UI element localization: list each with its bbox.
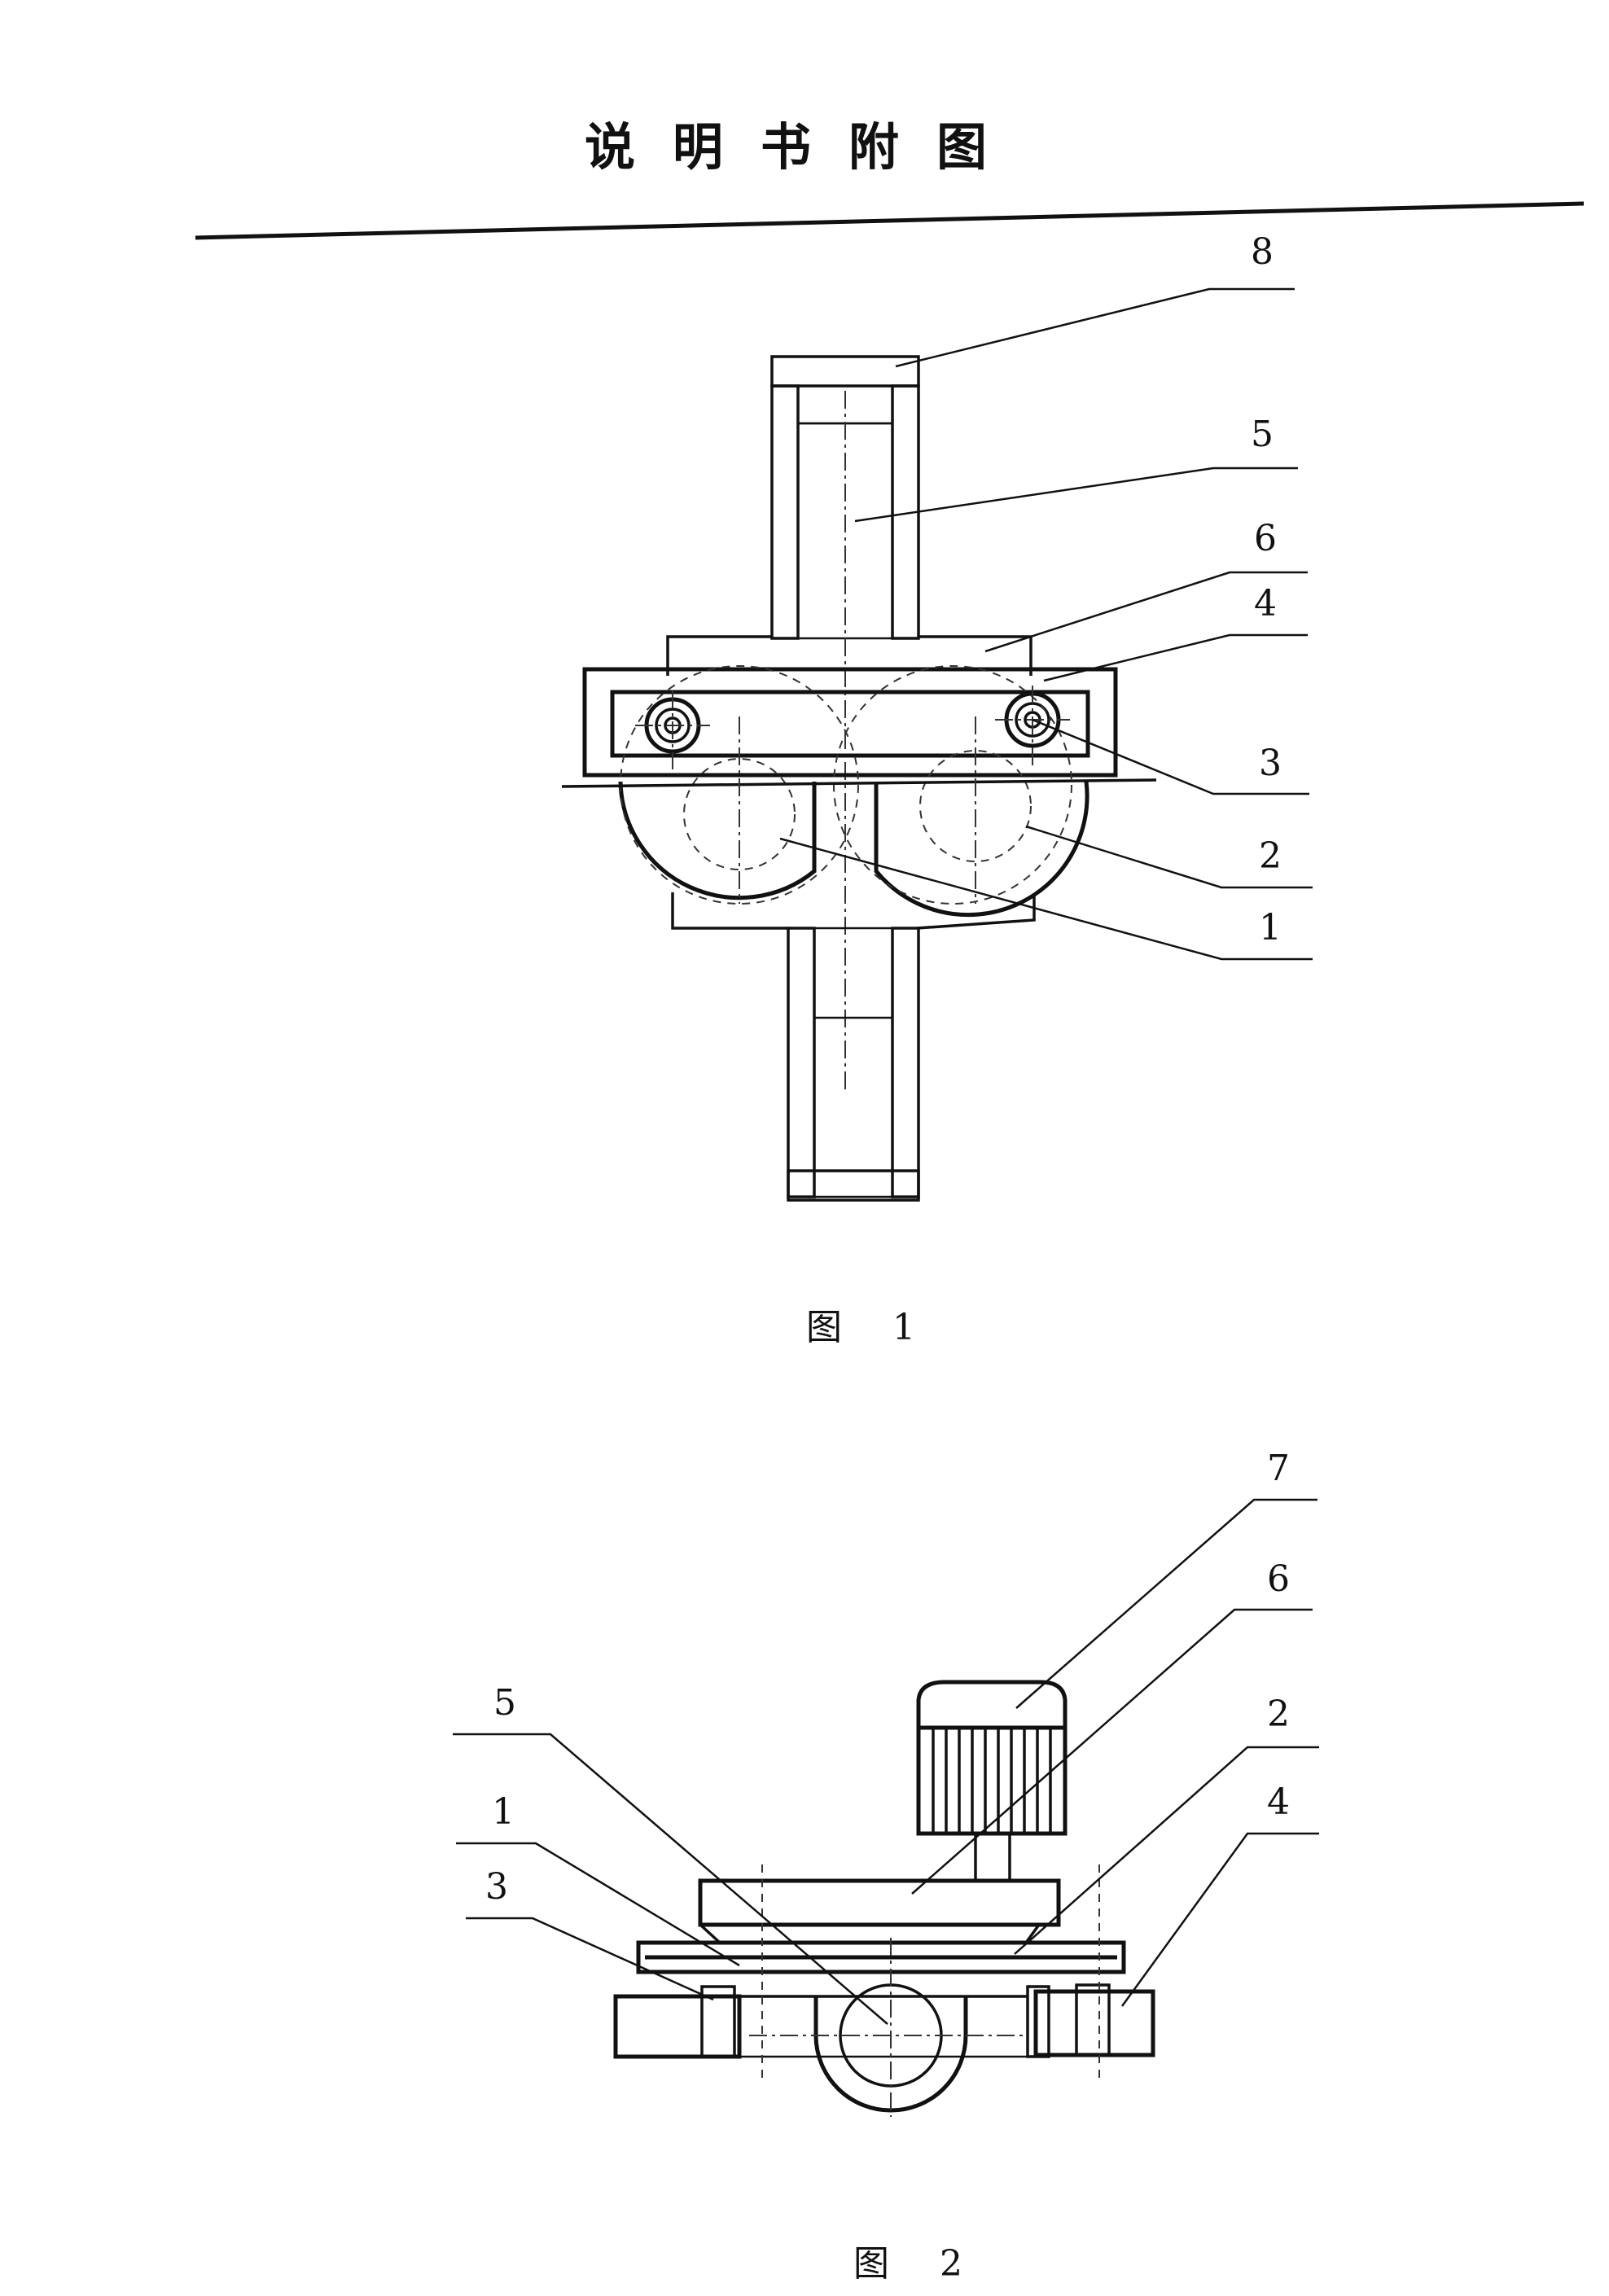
fig1-leader-8	[895, 287, 1295, 368]
fig2-leader-4	[1120, 1832, 1319, 2007]
fig1-leader-4	[1043, 633, 1308, 682]
figure-1-drawing	[561, 287, 1313, 1202]
fig1-clamp-frame	[582, 667, 1118, 778]
fig2-leader-5	[453, 1733, 888, 2025]
fig2-inner-spacer	[1026, 1985, 1050, 2058]
fig2-right-base	[1033, 1989, 1155, 2057]
fig1-label-4: 4	[1254, 583, 1277, 624]
fig2-leader-1	[456, 1842, 740, 1967]
fig1-leader-3	[1032, 718, 1309, 795]
fig2-label-7: 7	[1267, 1448, 1290, 1489]
fig1-label-5: 5	[1251, 414, 1274, 455]
fig2-leader-7	[1015, 1498, 1317, 1709]
fig2-label-4: 4	[1267, 1781, 1290, 1823]
fig1-top-cap	[770, 355, 920, 388]
fig2-label-6: 6	[1267, 1558, 1290, 1600]
fig2-motor-cap	[916, 1680, 1068, 1728]
figure-2-caption: 图 2	[853, 2243, 982, 2285]
fig2-leader-6	[911, 1608, 1313, 1895]
figure-2-drawing	[453, 1498, 1319, 2117]
fig1-left-roller	[618, 781, 817, 900]
fig1-leader-5	[854, 467, 1298, 523]
fig1-lower-bracket	[671, 892, 1036, 930]
fig1-leader-6	[984, 571, 1308, 653]
fig2-leader-3	[466, 1917, 714, 2001]
fig2-label-3: 3	[485, 1866, 508, 1908]
fig2-motor-fins	[932, 1728, 1052, 1834]
fig1-right-bolt	[995, 686, 1070, 765]
page-title: 说明书附图	[584, 117, 1024, 177]
fig2-label-5: 5	[493, 1682, 516, 1724]
fig1-lower-left-wall	[787, 927, 816, 1198]
fig1-label-3: 3	[1259, 743, 1282, 784]
fig2-leader-2	[1014, 1746, 1319, 1955]
fig2-label-1: 1	[492, 1791, 515, 1833]
fig2-left-base	[613, 1994, 742, 2059]
fig1-upper-left-wall	[770, 384, 800, 640]
fig2-motor-body	[916, 1725, 1068, 1836]
fig1-lower-right-wall	[891, 927, 920, 1198]
fig1-label-6: 6	[1254, 518, 1277, 559]
fig1-leader-2	[1025, 825, 1313, 889]
fig1-leader-1	[779, 837, 1313, 961]
fig1-right-roller	[874, 781, 1089, 918]
header-rule	[195, 201, 1585, 240]
fig1-clamp-arm	[610, 690, 1090, 758]
figure-1-caption: 图 1	[806, 1307, 935, 1348]
fig2-gear-plate	[698, 1878, 1061, 1927]
fig2-label-2: 2	[1267, 1694, 1290, 1735]
fig2-motor-shaft	[974, 1832, 1011, 1882]
fig1-label-2: 2	[1259, 835, 1282, 877]
fig2-frame	[636, 1940, 1126, 1974]
fig1-left-bolt	[635, 690, 710, 769]
fig1-label-8: 8	[1251, 231, 1274, 273]
fig1-label-1: 1	[1259, 907, 1282, 949]
fig1-bottom-cap	[787, 1169, 920, 1202]
